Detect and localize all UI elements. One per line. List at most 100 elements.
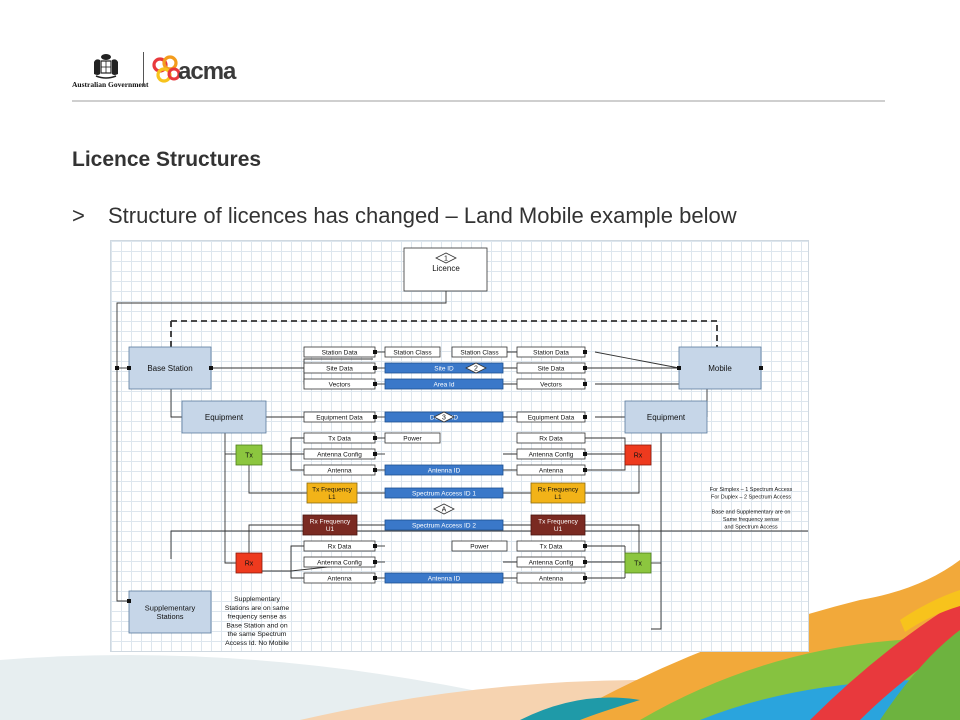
- connector-end: [583, 415, 587, 419]
- site-id-box-shape: [384, 362, 504, 374]
- bullet-text: Structure of licences has changed – Land…: [108, 203, 737, 228]
- site-number-shape: [465, 362, 487, 374]
- equipment-right-box-shape: [624, 400, 708, 434]
- left-antenna-config-2: Antenna Config: [303, 556, 376, 568]
- area-id-box: Area Id: [384, 378, 504, 390]
- connector-end: [127, 366, 131, 370]
- supplementary-note-line: frequency sense as: [228, 614, 288, 621]
- connector-end: [115, 366, 119, 370]
- right-site-data-label: Site Data: [538, 365, 565, 372]
- connector-end: [373, 415, 377, 419]
- tx-left-box-label: Tx: [245, 452, 253, 459]
- equipment-left-box-shape: [181, 400, 267, 434]
- side-note-line: and Spectrum Access: [724, 525, 777, 531]
- side-note-line: Same frequency sense: [723, 517, 779, 523]
- connector-line: [585, 463, 640, 494]
- left-rx-data-label: Rx Data: [328, 543, 352, 550]
- right-antenna-config-2: Antenna Config: [516, 556, 586, 568]
- right-rx-data-shape: [516, 432, 586, 444]
- connector-line: [170, 530, 808, 559]
- right-power: Power: [451, 540, 508, 552]
- connector-line: [224, 401, 239, 564]
- equipment-right-box: Equipment: [624, 400, 708, 434]
- acma-wordmark: acma: [178, 58, 236, 85]
- right-tx-data: Tx Data: [516, 540, 586, 552]
- mobile-box-shape: [678, 346, 762, 390]
- right-vectors: Vectors: [516, 378, 586, 390]
- connector-end: [373, 468, 377, 472]
- left-equipment-data: Equipment Data: [303, 411, 376, 423]
- right-station-class: Station Class: [451, 346, 508, 358]
- connector-end: [373, 436, 377, 440]
- right-station-data-label: Station Data: [533, 349, 569, 356]
- rx-frequency-l1-shape: [530, 482, 586, 504]
- connector-line: [170, 389, 182, 418]
- antenna-id-1-box-shape: [384, 464, 504, 476]
- connector-end: [373, 452, 377, 456]
- left-station-class-label: Station Class: [393, 349, 432, 356]
- spectrum-access-1-box-label: Spectrum Access ID 1: [412, 490, 476, 497]
- supplementary-note-line: Access Id. No Mobile: [225, 640, 289, 647]
- base-station-box: Base Station: [128, 346, 212, 390]
- tx-left-box-shape: [235, 444, 263, 466]
- acma-logo: acma: [150, 54, 250, 88]
- supplementary-note-line: Supplementary: [234, 596, 280, 603]
- connector-end: [583, 350, 587, 354]
- tx-right-box-shape: [624, 552, 652, 574]
- rx-right-box-shape: [624, 444, 652, 466]
- left-station-data-label: Station Data: [322, 349, 358, 356]
- connector-end: [373, 576, 377, 580]
- connector-end: [373, 366, 377, 370]
- right-antenna-2-label: Antenna: [539, 575, 564, 582]
- right-site-data: Site Data: [516, 362, 586, 374]
- left-site-data: Site Data: [303, 362, 376, 374]
- connector-end: [373, 382, 377, 386]
- supplementary-note-line: Stations are on same: [225, 605, 289, 612]
- connector-end: [583, 576, 587, 580]
- right-antenna-1: Antenna: [516, 464, 586, 476]
- right-equipment-data: Equipment Data: [516, 411, 586, 423]
- equipment-left-box-label: Equipment: [205, 413, 244, 422]
- left-antenna-1-label: Antenna: [327, 467, 352, 474]
- tx-frequency-u1-label: Tx Frequency: [538, 519, 578, 526]
- tx-frequency-l1-shape: [306, 482, 358, 504]
- device-number: 3: [433, 411, 455, 423]
- licence-number: 1: [435, 252, 457, 264]
- bullet-marker: >: [72, 203, 85, 228]
- site-id-box-label: Site ID: [434, 365, 454, 372]
- rx-frequency-l1-label: L1: [554, 494, 562, 501]
- header-divider: [72, 100, 885, 102]
- access-marker-shape: [433, 503, 455, 515]
- area-id-box-shape: [384, 378, 504, 390]
- tx-frequency-l1-label: Tx Frequency: [312, 487, 352, 494]
- right-power-label: Power: [470, 543, 489, 550]
- antenna-id-2-box-shape: [384, 572, 504, 584]
- spectrum-access-2-box-shape: [384, 519, 504, 531]
- left-antenna-config-1-label: Antenna Config: [317, 451, 362, 458]
- antenna-id-2-box-label: Antenna ID: [428, 575, 461, 582]
- acma-rings-icon: [152, 55, 181, 83]
- left-power: Power: [384, 432, 441, 444]
- logo-separator: [143, 52, 144, 86]
- left-site-data-label: Site Data: [326, 365, 353, 372]
- left-antenna-2-label: Antenna: [327, 575, 352, 582]
- connector-line: [585, 524, 640, 559]
- right-antenna-config-1: Antenna Config: [516, 448, 586, 460]
- supplementary-box-label: Stations: [156, 612, 183, 621]
- connector-end: [583, 452, 587, 456]
- connector-end: [583, 382, 587, 386]
- connector-end: [583, 468, 587, 472]
- rx-frequency-u1-label: U1: [326, 526, 335, 533]
- left-station-data: Station Data: [303, 346, 376, 358]
- connector-line: [116, 291, 447, 602]
- right-antenna-1-label: Antenna: [539, 467, 564, 474]
- right-station-class-shape: [451, 346, 508, 358]
- licence-number-shape: [435, 252, 457, 264]
- spectrum-access-2-box-label: Spectrum Access ID 2: [412, 522, 476, 529]
- left-power-label: Power: [403, 435, 422, 442]
- australian-government-logo: Australian Government: [72, 52, 148, 92]
